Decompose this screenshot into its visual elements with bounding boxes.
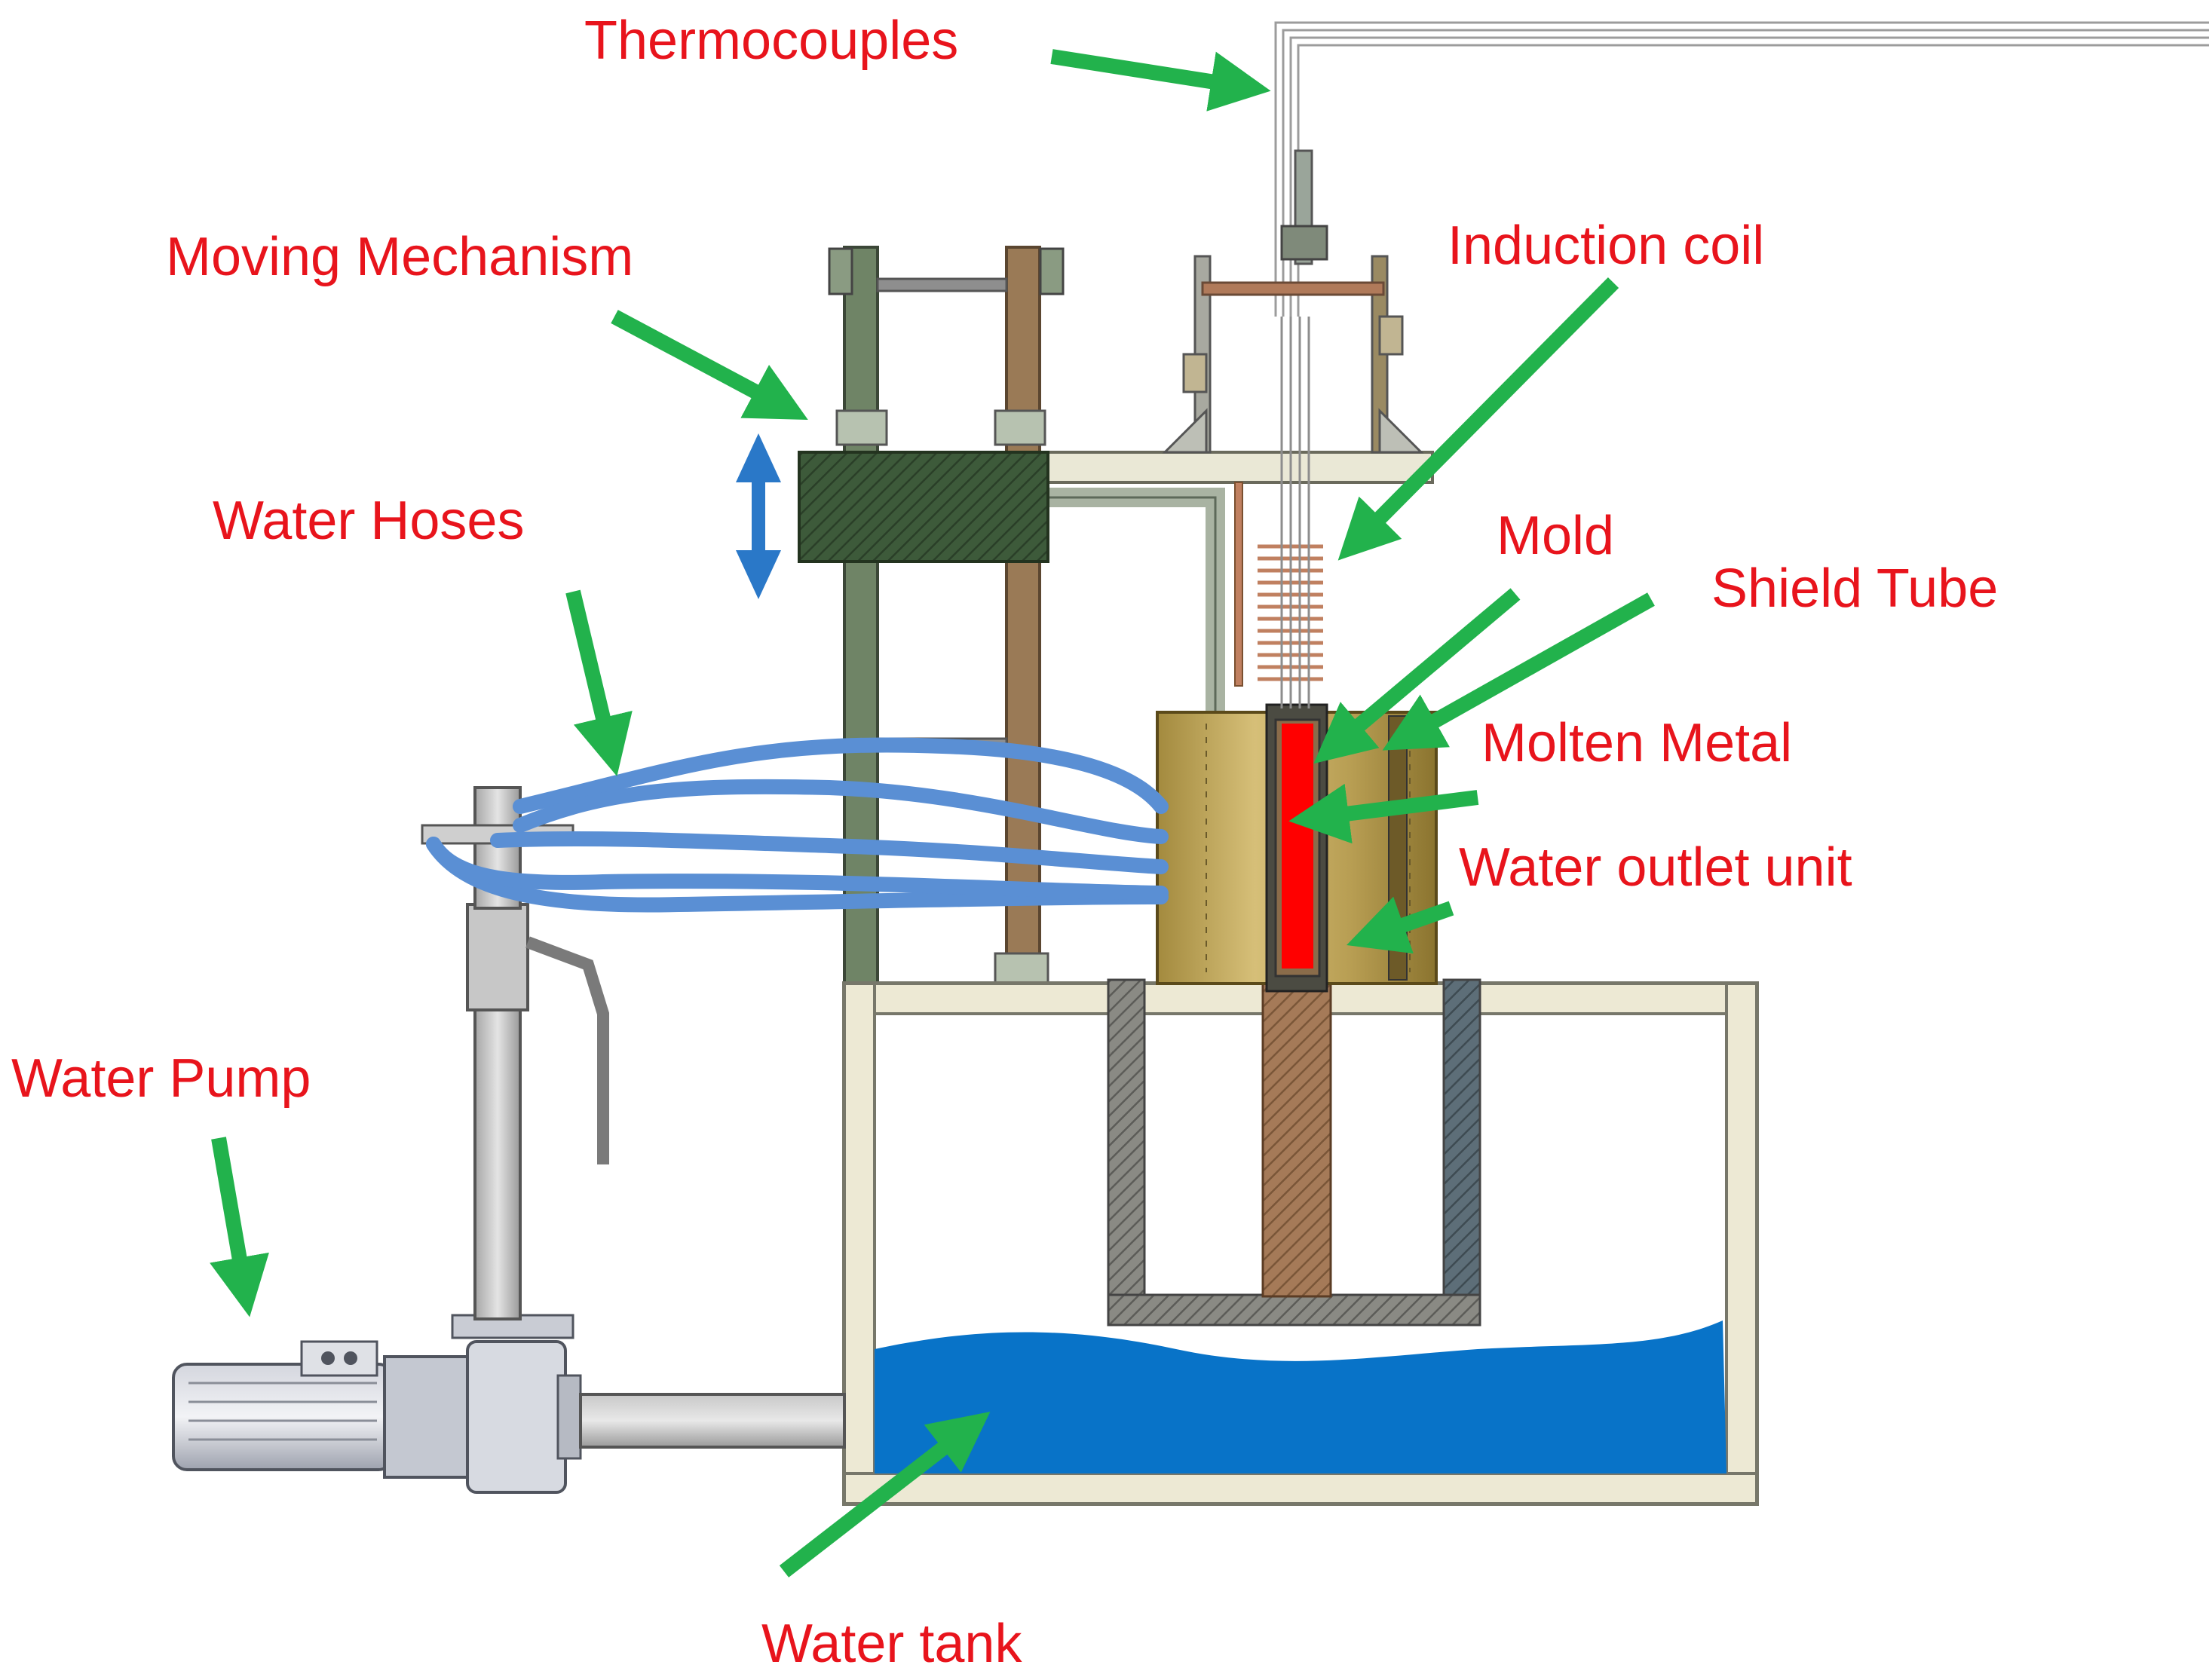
thermocouple-rods [1280,317,1310,708]
label-thermocouples: Thermocouples [584,11,958,71]
water-body [875,1320,1726,1473]
green-arrow-icon [210,1137,269,1317]
green-arrow-icon [1313,588,1521,764]
horizontal-pipe [579,1393,846,1449]
green-arrow-icon [611,310,808,420]
valve-body [466,903,529,1011]
water-pump [172,1314,582,1494]
water-tank [842,978,1759,1506]
label-moving-mechanism: Moving Mechanism [166,227,633,287]
valve-handle[interactable] [525,936,609,1164]
moving-mechanism-block [798,451,1049,563]
label-water-hoses: Water Hoses [213,491,524,551]
label-molten-metal: Molten Metal [1481,713,1792,773]
green-arrow-icon [1050,49,1271,112]
green-arrow-icon [1382,592,1655,751]
coil-lead-wire [1234,482,1243,687]
green-arrow-icon [1347,896,1454,954]
green-arrow-icon [1337,277,1619,561]
label-water-pump: Water Pump [11,1048,311,1109]
water-hoses [426,737,1169,913]
label-induction-coil: Induction coil [1448,216,1764,276]
label-shield-tube: Shield Tube [1711,558,1998,619]
green-arrow-icon [1288,783,1479,844]
label-water-outlet-unit: Water outlet unit [1459,837,1852,898]
label-mold: Mold [1497,506,1614,566]
green-arrows [210,49,1655,1577]
double-arrow-icon [736,433,781,599]
shield-tube-wall [1388,715,1408,981]
green-arrow-icon [779,1411,991,1577]
green-arrow-icon [565,589,633,777]
label-water-tank: Water tank [761,1614,1022,1674]
molten-metal [1282,724,1313,969]
